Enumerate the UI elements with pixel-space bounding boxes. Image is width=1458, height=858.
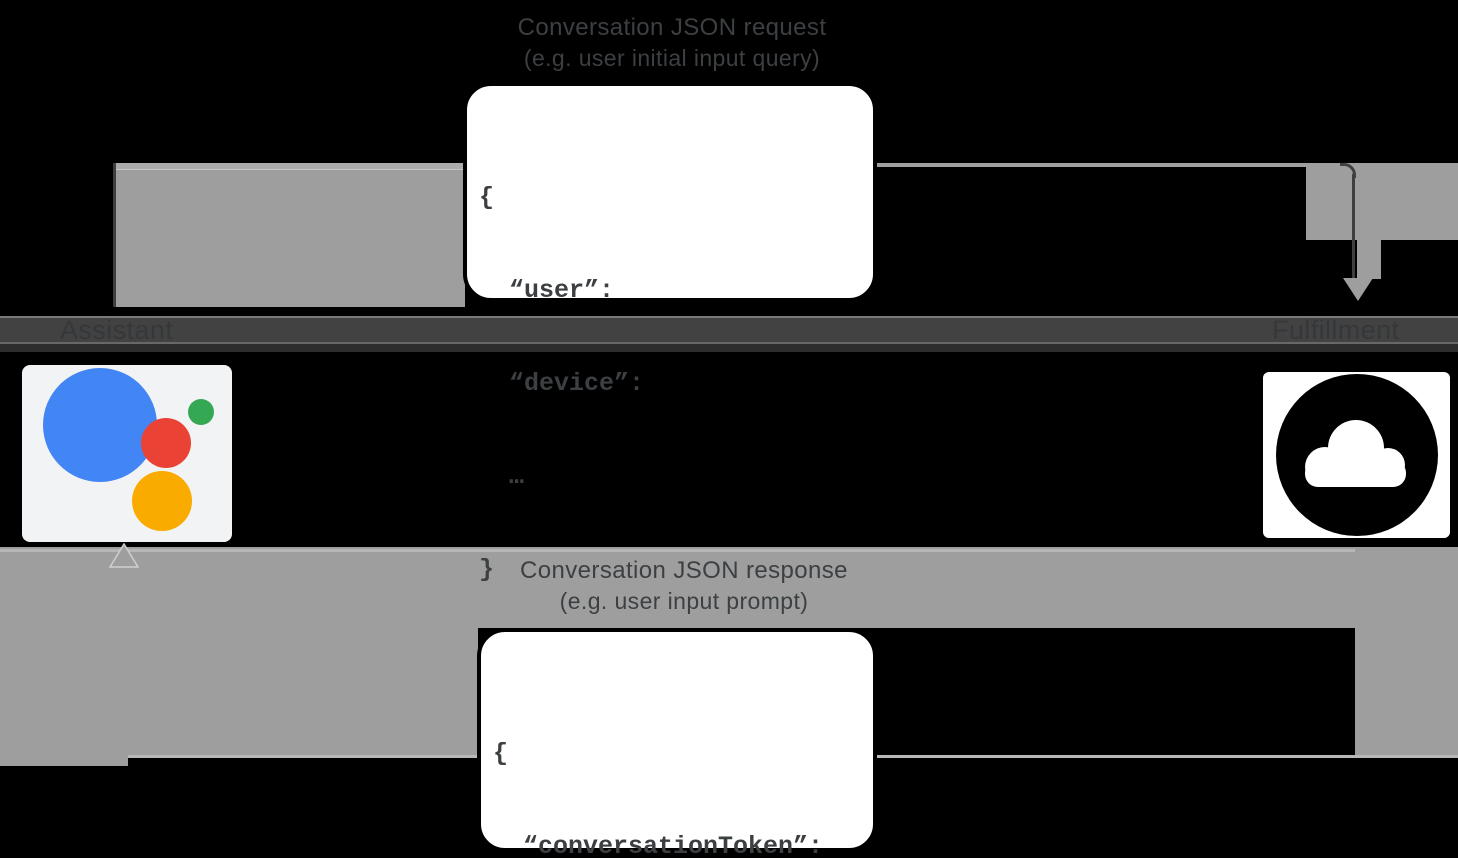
- response-arrow-column: [1355, 547, 1458, 758]
- assistant-card: [22, 365, 232, 542]
- response-title-line2: (e.g. user input prompt): [559, 588, 809, 614]
- request-arrow-tail-edge: [113, 163, 116, 307]
- response-title-line1: Conversation JSON response: [520, 557, 848, 584]
- code-line: {: [479, 183, 495, 212]
- code-line: …: [479, 462, 525, 491]
- request-arrow-corner-block: [1306, 163, 1458, 240]
- label-band-shadow: [0, 344, 1458, 352]
- fulfillment-label: Fulfillment: [1272, 315, 1400, 345]
- code-line: “conversationToken”:: [493, 832, 824, 858]
- response-arrow-band-highlight: [0, 549, 1355, 552]
- request-arrow-shaft: [1357, 239, 1381, 279]
- assistant-logo-icon: [43, 368, 214, 531]
- label-band-bottom-line: [0, 342, 1458, 344]
- fulfillment-card: [1263, 372, 1450, 538]
- request-title-line1: Conversation JSON request: [517, 14, 827, 41]
- code-line: {: [493, 739, 509, 768]
- cloud-icon: [1276, 374, 1438, 536]
- response-title: Conversation JSON response (e.g. user in…: [404, 556, 964, 616]
- code-line: }: [479, 555, 495, 584]
- arrow-head-up-icon: [109, 543, 139, 568]
- request-title: Conversation JSON request (e.g. user ini…: [392, 13, 952, 73]
- request-arrow-band-highlight: [116, 163, 465, 170]
- response-json-card: { “conversationToken”: “userStorage”: … …: [477, 628, 877, 858]
- label-band-top-line: [0, 316, 1458, 318]
- response-arrow-left-block: [0, 628, 478, 757]
- arrow-head-down-icon: [1343, 278, 1373, 301]
- response-arrow-left-foot: [0, 757, 128, 766]
- code-line: “device”:: [479, 369, 645, 398]
- request-arrow-top-line: [465, 163, 1458, 167]
- request-arrow-inner-corner: [1340, 163, 1356, 178]
- assistant-label: Assistant: [60, 315, 174, 345]
- label-band: [0, 318, 1458, 342]
- response-arrow-band: [0, 547, 1458, 628]
- request-title-line2: (e.g. user initial input query): [523, 45, 821, 71]
- code-line: “user”:: [479, 276, 615, 305]
- request-arrow-band: [116, 163, 465, 307]
- request-arrow-inner-edge: [1352, 174, 1355, 279]
- request-json-card: { “user”: “device”: … }: [463, 82, 877, 584]
